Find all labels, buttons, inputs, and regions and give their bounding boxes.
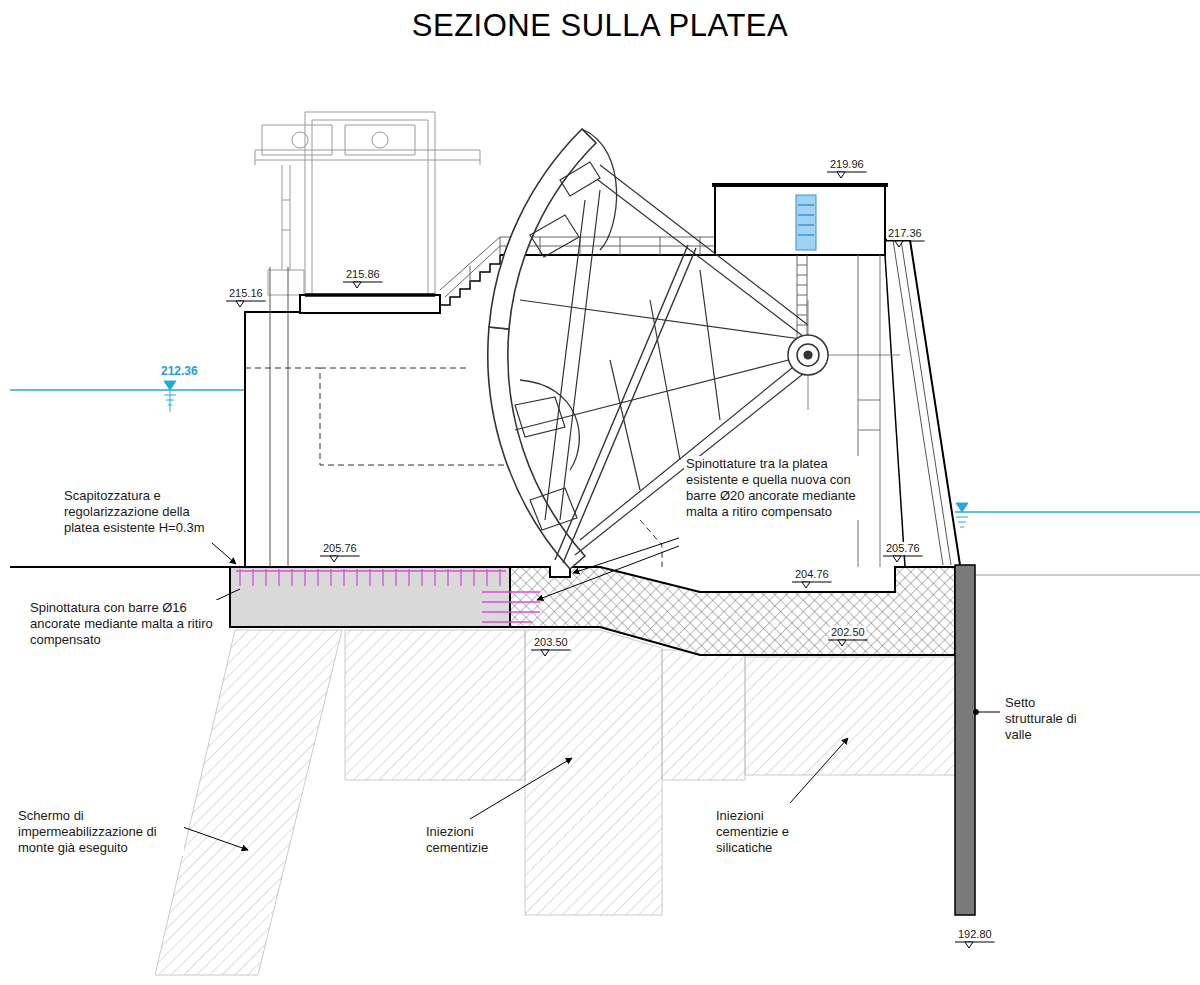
wall-inner: [885, 255, 905, 567]
level-triangle: [837, 172, 845, 178]
silicate-injection: [745, 657, 955, 775]
note-label: Scapitozzatura e regolarizzazione della …: [62, 488, 214, 536]
note-label: Spinottature tra la platea esistente e q…: [684, 456, 862, 520]
level-triangle: [802, 582, 810, 588]
leader-line: [212, 543, 236, 564]
water-triangle: [956, 503, 968, 512]
water-triangle: [164, 381, 176, 390]
radial-gate: [488, 129, 900, 569]
elevation-label: 192.80: [957, 928, 993, 941]
elevation-label: 202.50: [830, 626, 866, 639]
elevation-label: 205.76: [885, 542, 921, 555]
water-level-label: 212.36: [160, 364, 199, 378]
pier-structure: [245, 185, 960, 567]
cement-injection: [525, 630, 662, 915]
note-label: Spinottatura con barre Ø16 ancorate medi…: [28, 600, 226, 648]
level-triangle: [893, 556, 901, 562]
downstream-wall: [885, 240, 960, 565]
upstream-screen: [155, 630, 342, 975]
level-line: [885, 241, 925, 242]
elevation-label: 215.16: [228, 287, 264, 300]
leader-line: [978, 712, 1000, 713]
grout-zones: [155, 630, 955, 975]
gate-pivot: [797, 344, 819, 366]
hydraulic-cylinder: [555, 245, 696, 563]
ground-line: [10, 566, 232, 568]
deck: [300, 295, 440, 313]
elevation-label: 219.96: [829, 158, 865, 171]
deck-surface: [305, 293, 435, 297]
hydraulic-unit: [798, 205, 814, 235]
gate-pivot: [804, 351, 812, 359]
elevation-label: 205.76: [322, 542, 358, 555]
water-ticks: [956, 517, 968, 527]
ground-line: [975, 575, 1200, 576]
new-slab: [510, 567, 955, 655]
level-line: [792, 582, 832, 583]
water-level: [955, 511, 1200, 513]
gantry-crane: [255, 112, 480, 295]
leader-lines: [160, 538, 1000, 850]
gate-slot: [270, 267, 288, 567]
level-line: [531, 650, 571, 651]
note-label: Iniezioni cementizie e silicatiche: [714, 808, 826, 856]
elevation-label: 203.50: [533, 636, 569, 649]
building-roof: [712, 183, 888, 187]
water-symbol: [164, 381, 968, 527]
level-line: [827, 172, 867, 173]
level-line: [828, 640, 868, 641]
level-triangle: [838, 640, 846, 646]
control-building: [715, 185, 885, 255]
level-triangle: [965, 942, 973, 948]
level-triangle: [236, 301, 244, 307]
note-label: Iniezioni cementizie: [424, 824, 512, 856]
crane-hoist: [262, 125, 415, 295]
leader-line: [790, 738, 848, 803]
dowel-bars: [236, 569, 506, 586]
hidden-outline: [245, 368, 662, 567]
crane-wheel: [372, 132, 388, 148]
railing: [440, 237, 715, 297]
level-triangle: [541, 650, 549, 656]
level-line: [343, 282, 383, 283]
level-triangle: [895, 241, 903, 247]
level-markers: [226, 172, 995, 948]
water-ticks: [164, 390, 176, 412]
note-label: Schermo di impermeabilizzazione di monte…: [16, 808, 184, 856]
leader-line: [537, 546, 679, 600]
gate-skin: [520, 380, 579, 470]
upstream-wall: [245, 312, 300, 567]
gate-girder: [515, 162, 600, 530]
ladder: [797, 255, 807, 340]
level-triangle: [353, 282, 361, 288]
gate-skin: [488, 327, 585, 569]
crane-wheel: [292, 132, 308, 148]
leader-dot: [974, 710, 979, 715]
hydraulic-unit: [796, 195, 816, 250]
level-line: [226, 301, 266, 302]
elevation-label: 204.76: [794, 568, 830, 581]
level-triangle: [330, 556, 338, 562]
cement-injection: [345, 630, 525, 780]
stoplog-slot: [858, 255, 880, 567]
water-level: [10, 389, 245, 391]
elevation-label: 215.86: [345, 268, 381, 281]
crane-frame: [255, 112, 480, 295]
level-line: [955, 942, 995, 943]
dowel-bars: [482, 592, 540, 622]
leader-line: [470, 758, 572, 819]
existing-slab: [230, 567, 510, 627]
drawing-title: SEZIONE SULLA PLATEA: [0, 8, 1200, 44]
cement-injection: [662, 650, 745, 780]
elevation-label: 217.36: [887, 227, 923, 240]
gate-skin: [489, 129, 596, 329]
leader-line: [573, 538, 679, 573]
note-label: Setto strutturale di valle: [1003, 695, 1091, 743]
level-line: [320, 556, 360, 557]
gate-pivot: [788, 335, 828, 375]
hydraulic-unit: [796, 195, 816, 250]
downstream-wall: [955, 565, 975, 915]
level-line: [883, 556, 923, 557]
